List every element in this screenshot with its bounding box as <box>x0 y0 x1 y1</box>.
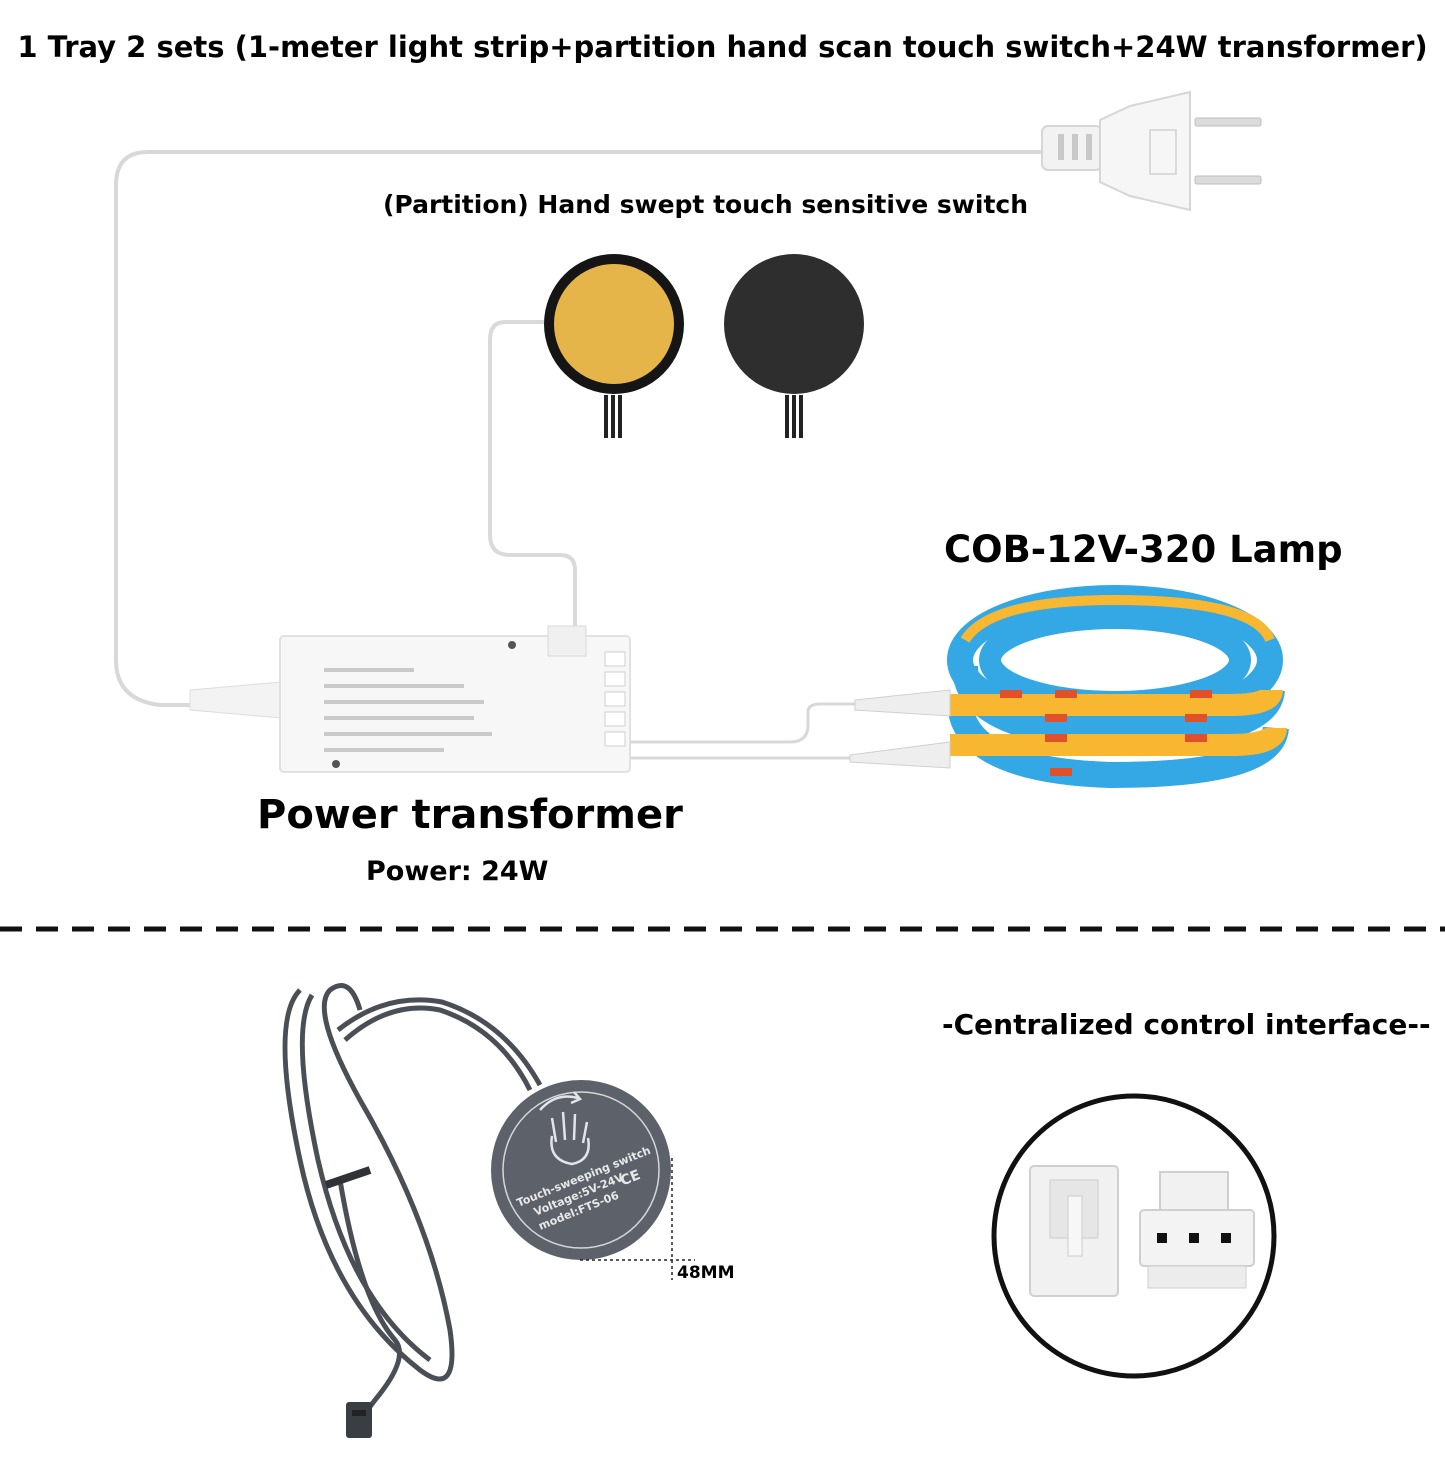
black-touch-switch <box>724 254 864 438</box>
interface-connector-detail <box>991 1093 1277 1379</box>
transformer-title: Power transformer <box>257 792 683 838</box>
power-cord <box>114 150 1045 707</box>
cable-connector-icon <box>346 1402 372 1438</box>
interface-label: -Centralized control interface-- <box>942 1008 1431 1041</box>
hand-sweep-icon <box>539 1091 590 1166</box>
lamp-label: COB-12V-320 Lamp <box>944 528 1343 571</box>
yellow-touch-switch <box>544 254 684 438</box>
switch-label: (Partition) Hand swept touch sensitive s… <box>383 190 1029 219</box>
dimension-label: 48MM <box>677 1263 735 1283</box>
diagram-title: 1 Tray 2 sets (1-meter light strip+parti… <box>17 30 1428 64</box>
switch-cable <box>488 320 577 635</box>
connector-socket-icon <box>1139 1171 1255 1289</box>
transformer-power: Power: 24W <box>366 856 549 887</box>
coiled-cable <box>282 983 543 1422</box>
power-transformer <box>189 625 631 773</box>
touch-sweeping-switch: Touch-sweeping switch Voltage:5V-24V mod… <box>491 1080 671 1260</box>
cob-light-strip <box>849 585 1289 789</box>
dimension-guides <box>580 1158 695 1280</box>
plug-icon <box>1041 90 1262 212</box>
connector-housing-icon <box>1029 1165 1119 1297</box>
ce-mark: CE <box>618 1167 642 1189</box>
strip-cables <box>630 702 855 760</box>
